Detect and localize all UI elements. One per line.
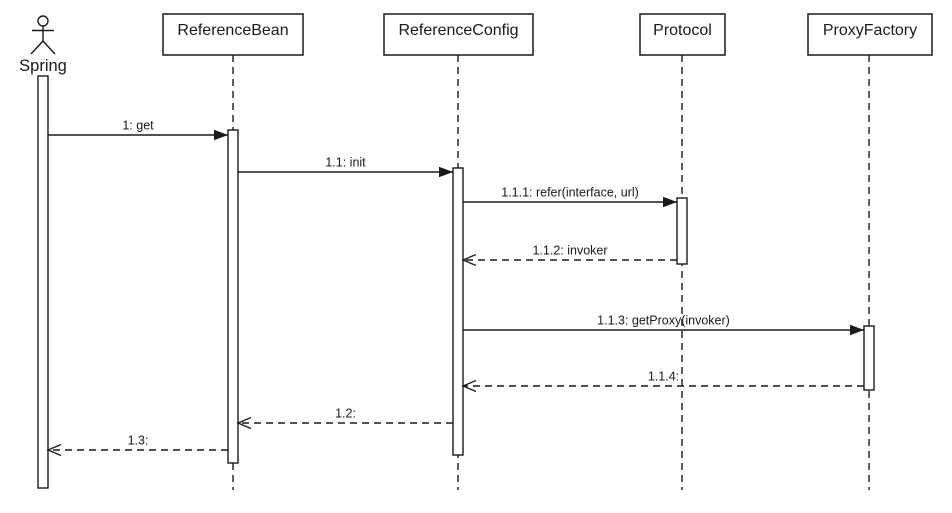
actor-leg-left-icon xyxy=(30,40,44,55)
actor-activation-bar xyxy=(37,75,49,489)
message-label: 1.1.1: refer(interface, url) xyxy=(501,186,639,200)
message-label: 1.1.4: xyxy=(648,370,679,384)
participant-box-protocol xyxy=(639,13,726,56)
open-arrowhead-icon xyxy=(46,443,62,457)
actor-label: Spring xyxy=(19,57,67,75)
participant-label: ReferenceConfig xyxy=(398,22,518,39)
open-arrowhead-icon xyxy=(461,253,477,267)
message-label: 1.2: xyxy=(335,407,356,421)
activation-bar-proxyfactory xyxy=(863,325,875,391)
message-label: 1.3: xyxy=(128,434,149,448)
message-label: 1: get xyxy=(122,119,154,133)
filled-arrowhead-icon xyxy=(663,196,677,208)
message-label: 1.1.3: getProxy(invoker) xyxy=(597,314,730,328)
open-arrowhead-icon xyxy=(236,416,252,430)
activation-bar-referencebean xyxy=(227,129,239,464)
participant-box-referencebean xyxy=(162,13,304,56)
open-arrowhead-icon xyxy=(461,379,477,393)
participant-label: ProxyFactory xyxy=(823,22,917,39)
filled-arrowhead-icon xyxy=(439,166,453,178)
participant-label: Protocol xyxy=(653,22,712,39)
message-label: 1.1.2: invoker xyxy=(532,244,607,258)
actor-leg-right-icon xyxy=(42,40,56,55)
participant-box-referenceconfig xyxy=(383,13,534,56)
actor-head-icon xyxy=(37,15,49,27)
activation-bar-protocol xyxy=(676,197,688,265)
participant-box-proxyfactory xyxy=(807,13,933,56)
message-label: 1.1: init xyxy=(325,156,366,170)
filled-arrowhead-icon xyxy=(214,129,228,141)
filled-arrowhead-icon xyxy=(850,324,864,336)
participant-label: ReferenceBean xyxy=(177,22,288,39)
activation-bar-referenceconfig xyxy=(452,167,464,456)
